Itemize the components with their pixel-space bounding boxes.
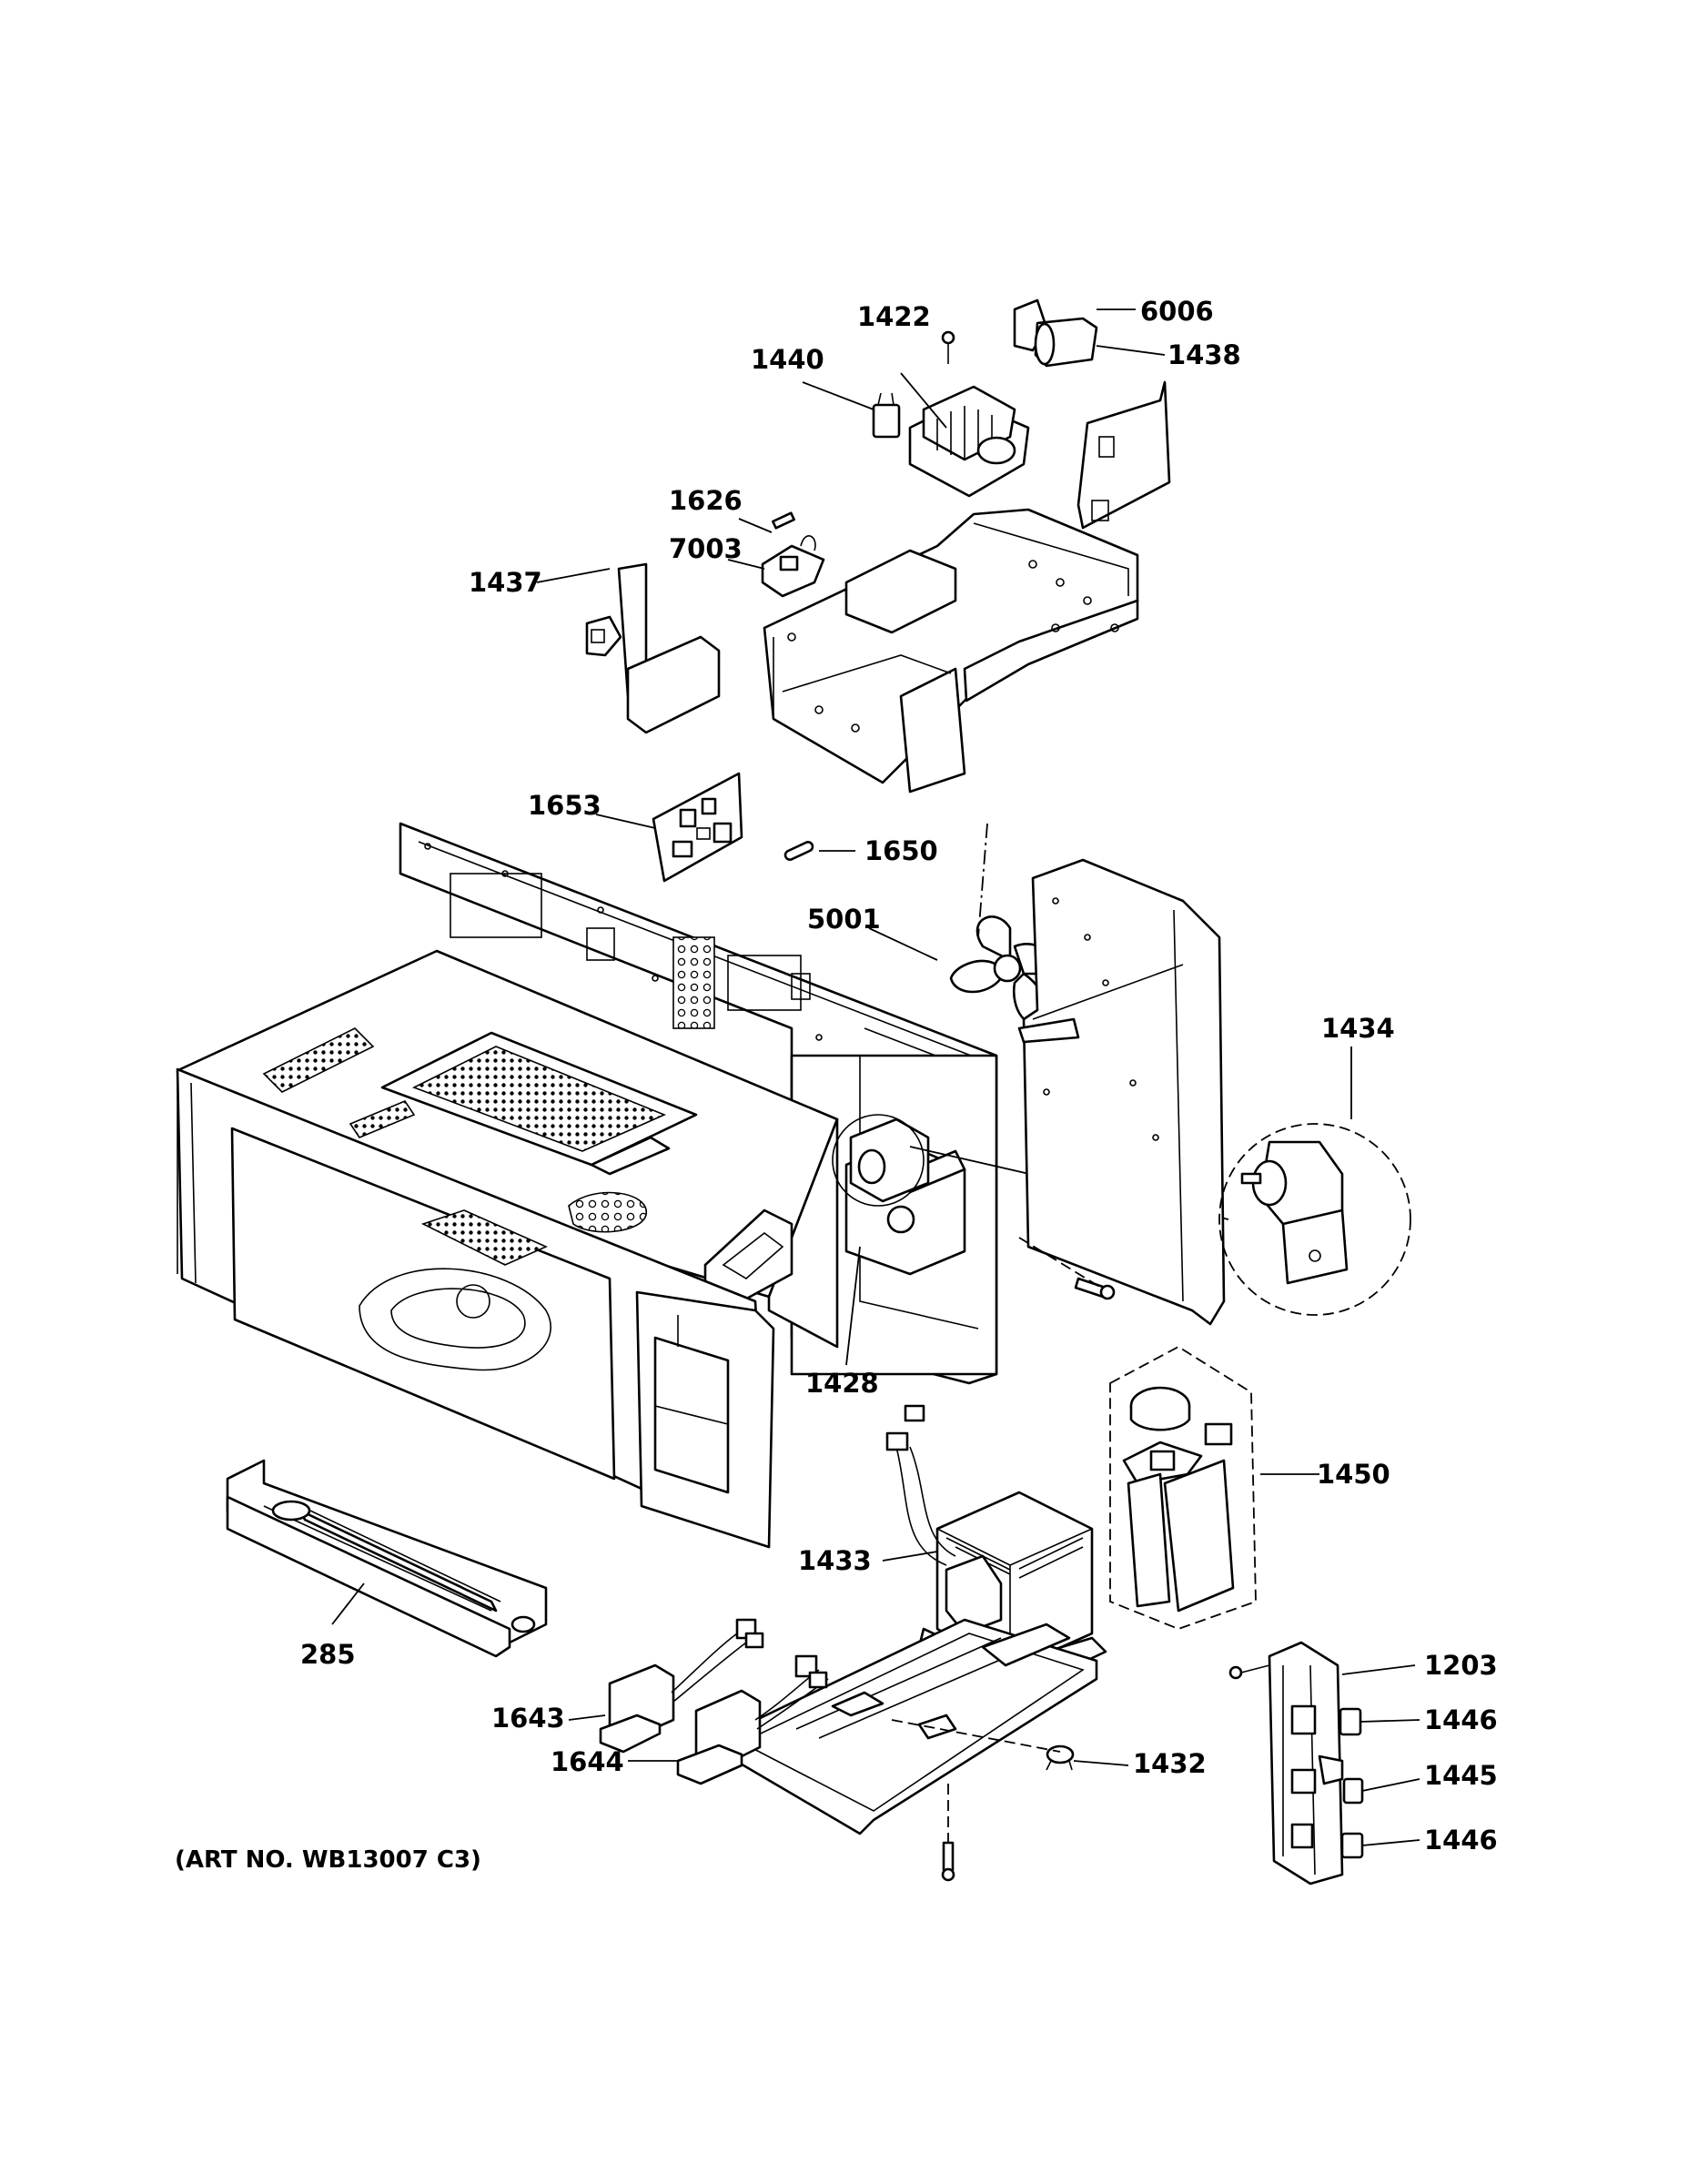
magnetron [844,1117,966,1276]
callout-1433: 1433 [798,1545,872,1576]
callout-1653: 1653 [528,790,601,821]
callout-labels: 6006 1422 1438 1440 1626 7003 1437 1653 … [300,296,1498,1855]
switch-1445 [1342,1777,1364,1805]
leader-lines [331,308,1420,1846]
board-7003 [761,535,825,598]
switch-1446-top [1339,1707,1362,1736]
cavity [178,949,839,1299]
callout-1450: 1450 [1317,1459,1390,1490]
sensor-line [891,1719,1061,1753]
screw-latch [1228,1664,1270,1680]
control-panel-frame [635,1290,775,1549]
turntable-motor [1122,1386,1235,1613]
thermostat-detail-circle [1218,1123,1411,1316]
callout-1626: 1626 [669,485,743,516]
fuse [772,511,795,530]
fan-housing [763,508,1139,794]
latch-assembly [1268,1641,1344,1886]
callout-1203: 1203 [1424,1650,1498,1681]
screw-small [941,330,955,364]
fan-motor [908,385,1030,498]
art-number: (ART NO. WB13007 C3) [175,1846,481,1874]
callout-1438: 1438 [1167,339,1241,370]
callout-1432: 1432 [1133,1748,1207,1779]
callout-1440: 1440 [751,344,824,375]
callout-1437: 1437 [469,567,542,598]
air-duct-panel [1017,858,1226,1326]
switch-1446-bottom [1340,1832,1364,1859]
screw-bottom [941,1784,955,1882]
grease-filter-tray [226,1459,548,1658]
screw-duct [1074,1277,1116,1300]
bracket-1437 [585,562,721,734]
callout-1643: 1643 [491,1703,565,1734]
callout-285: 285 [300,1639,356,1670]
control-board-1653 [652,772,743,883]
thermal-cutout [872,392,901,439]
callout-1434: 1434 [1321,1013,1395,1044]
callout-1644: 1644 [551,1746,624,1777]
callout-5001: 5001 [807,904,881,935]
callout-6006: 6006 [1140,296,1214,327]
side-bracket [1076,380,1171,530]
capacitor-bracket [1013,298,1098,368]
callout-1428: 1428 [805,1368,879,1399]
thermal-sensor-1432 [1046,1744,1075,1771]
callout-1446-bottom: 1446 [1424,1825,1498,1855]
callout-1422: 1422 [857,301,931,332]
fan-axis-line [977,823,988,938]
callout-7003: 7003 [669,533,743,564]
transformer-1643 [599,1618,764,1754]
magnetron-detail-circle [832,1114,925,1207]
callout-1650: 1650 [864,835,938,866]
thermostat [1240,1140,1349,1285]
turntable-motor-detail-box [1109,1345,1257,1630]
fuse-1650 [783,841,814,861]
front-frame [176,1067,771,1549]
cavity-side-panel [703,1117,839,1349]
callout-1445: 1445 [1424,1760,1498,1791]
base-plate [726,1618,1098,1835]
transformer-1644 [676,1654,829,1785]
callout-1446-top: 1446 [1424,1704,1498,1735]
